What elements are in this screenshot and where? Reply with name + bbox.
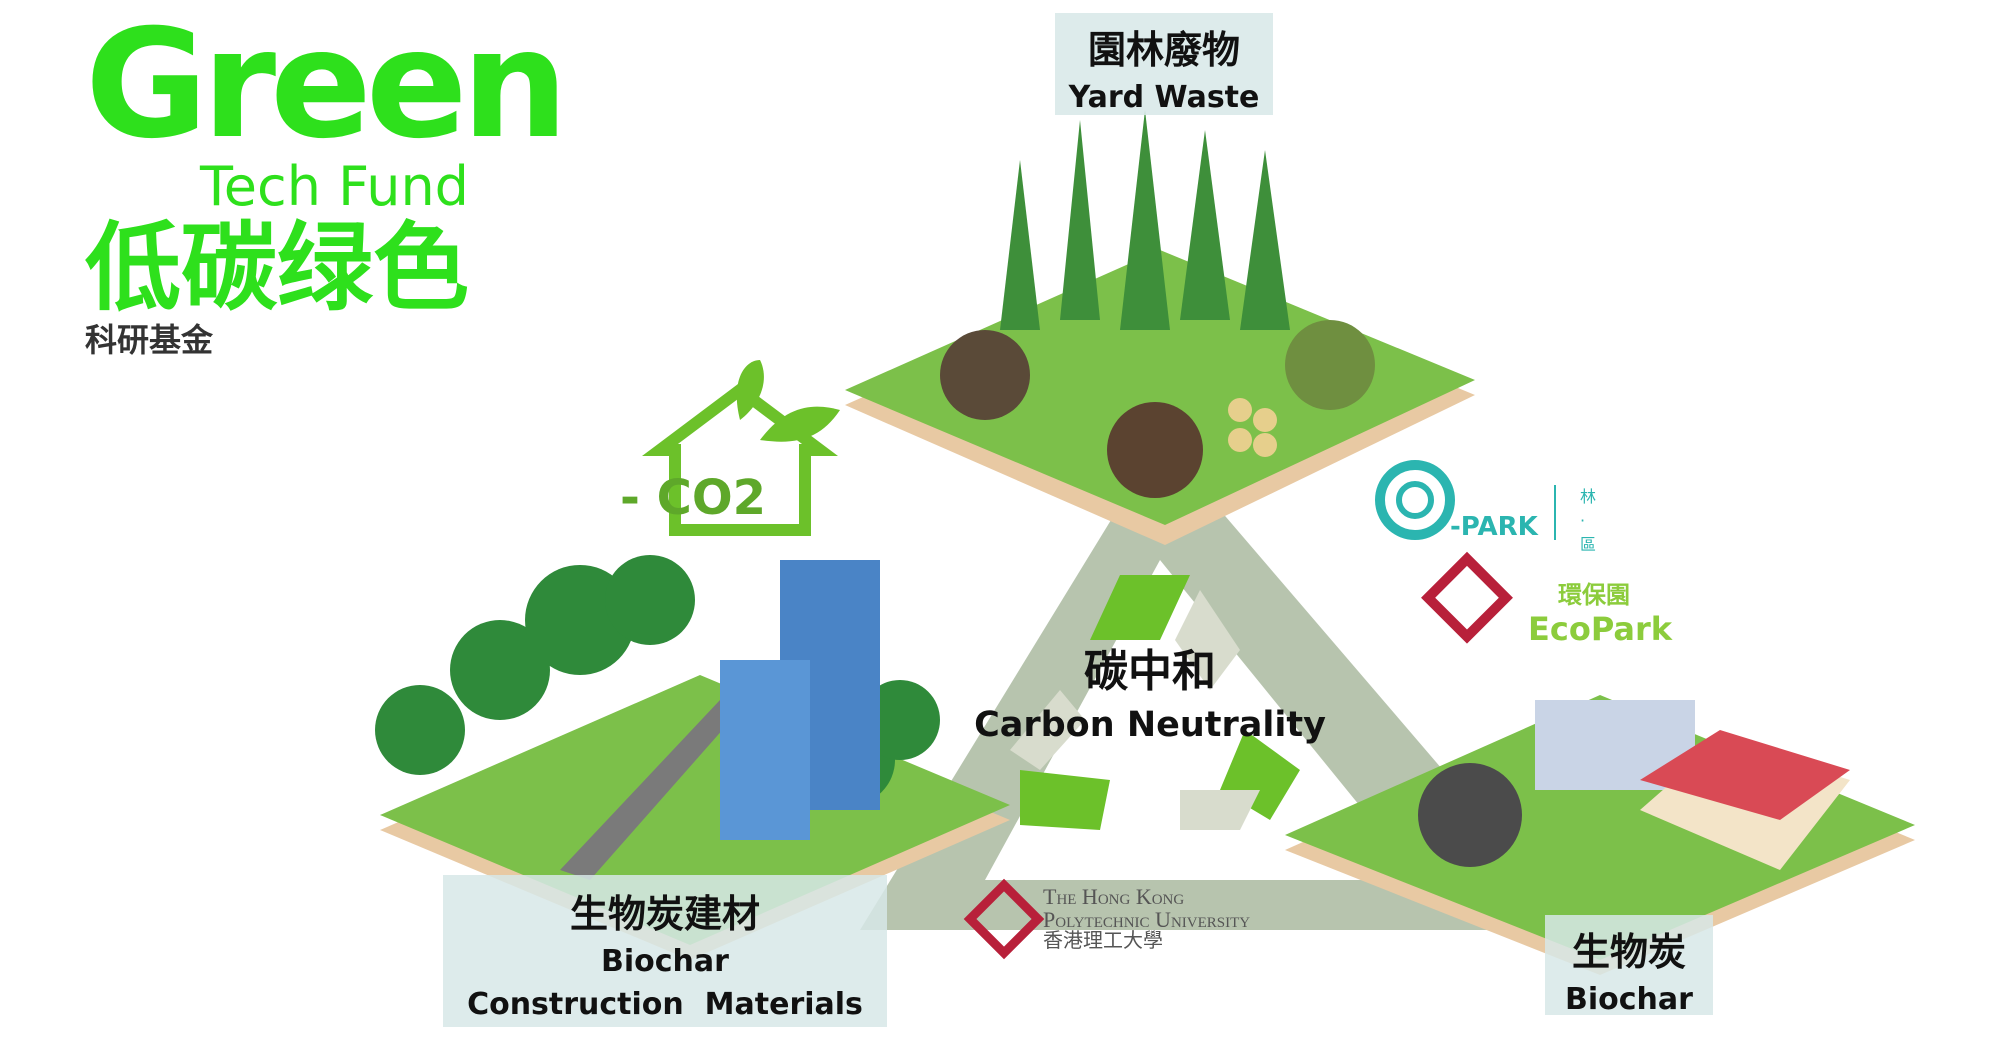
yard-waste-label: 園林廢物 Yard Waste [1055,13,1273,115]
biochar-materials-zh: 生物炭建材 [569,892,760,936]
polyu-zh: 香港理工大學 [1043,930,1163,953]
co2-house-icon [642,360,840,536]
recycle-icon [1010,575,1300,830]
logo-line-zh: 低碳绿色 [85,212,469,324]
carbon-neutrality-zh: 碳中和 [1084,646,1216,697]
ecopark-logo: 環保園 EcoPark [1528,575,1672,648]
polyu-logo: The Hong Kong Polytechnic University 香港理… [1043,885,1250,952]
qpark-logo: -PARK [1450,512,1538,542]
biochar-zh: 生物炭 [1571,930,1686,974]
ecopark-en: EcoPark [1528,610,1673,648]
co2-label: - CO2 [620,470,767,526]
ecopark-zh: 環保園 [1558,581,1630,609]
polyu-line2: Polytechnic University [1043,907,1251,933]
biochar-label: 生物炭 Biochar [1545,915,1713,1017]
green-tech-fund-logo: Green Tech Fund 低碳绿色 科研基金 [85,10,568,390]
yard-waste-platform [845,110,1475,545]
carbon-neutrality-en: Carbon Neutrality [974,705,1326,745]
qpark-zh: 林·區 [1580,487,1597,554]
logo-line-tech-fund: Tech Fund [200,155,469,218]
qpark-name: -PARK [1450,512,1538,542]
logo-line-green: Green [85,0,568,172]
polyu-line1: The Hong Kong [1043,884,1185,909]
biochar-materials-en2: Construction Materials [467,987,863,1022]
biochar-materials-en1: Biochar [601,944,729,979]
polyu-logo-icon [963,551,1513,960]
biochar-materials-label: 生物炭建材 Biochar Construction Materials [443,875,887,1027]
yard-waste-zh: 園林廢物 [1087,28,1240,72]
yard-waste-en: Yard Waste [1068,80,1260,115]
biochar-en: Biochar [1565,982,1693,1017]
biochar-platform [1285,695,1915,975]
carbon-neutrality-title: 碳中和 Carbon Neutrality [970,635,1330,745]
logo-line-zh-small: 科研基金 [85,321,214,359]
qpark-logo-icon [1375,460,1556,540]
